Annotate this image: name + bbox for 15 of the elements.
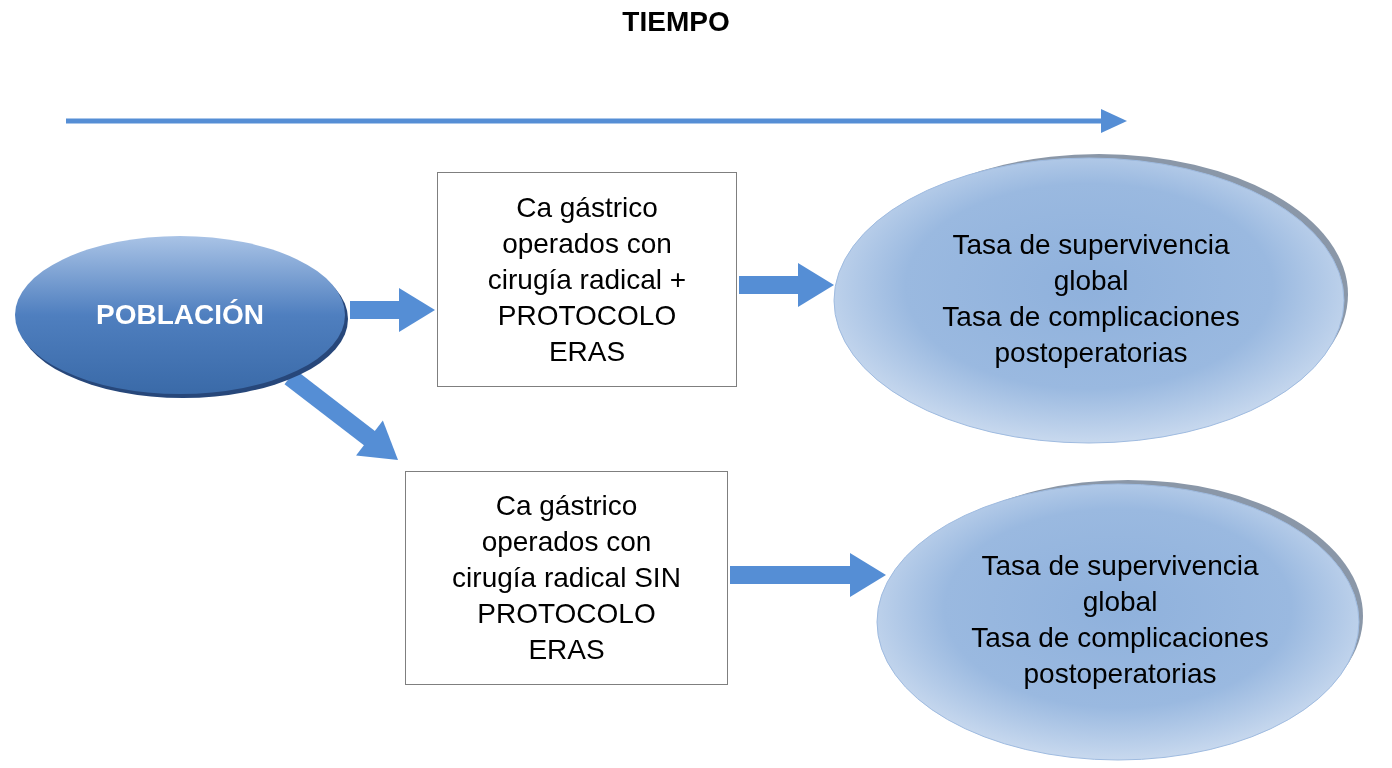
title: TIEMPO	[622, 6, 730, 38]
node-text: Tasa de supervivencia global	[980, 549, 1260, 619]
node-text: POBLACIÓN	[96, 298, 264, 332]
process-box	[405, 471, 728, 685]
block-arrow	[350, 288, 435, 332]
process-box	[437, 172, 737, 387]
ellipse-node	[875, 478, 1365, 762]
node-text: Tasa de complicaciones postoperatorias	[970, 621, 1270, 691]
node-text: Ca gástrico operados con cirugía radical + PROTOCOLO ERAS	[486, 190, 688, 369]
ellipse-node	[832, 152, 1350, 445]
node-text: Ca gástrico operados con cirugía radical SIN PROTOCOLO ERAS	[451, 489, 682, 667]
block-arrow	[739, 263, 834, 307]
node-text: Tasa de complicaciones postoperatorias	[941, 299, 1241, 370]
block-arrow	[730, 553, 886, 597]
node-text: Tasa de supervivencia global	[951, 227, 1231, 298]
